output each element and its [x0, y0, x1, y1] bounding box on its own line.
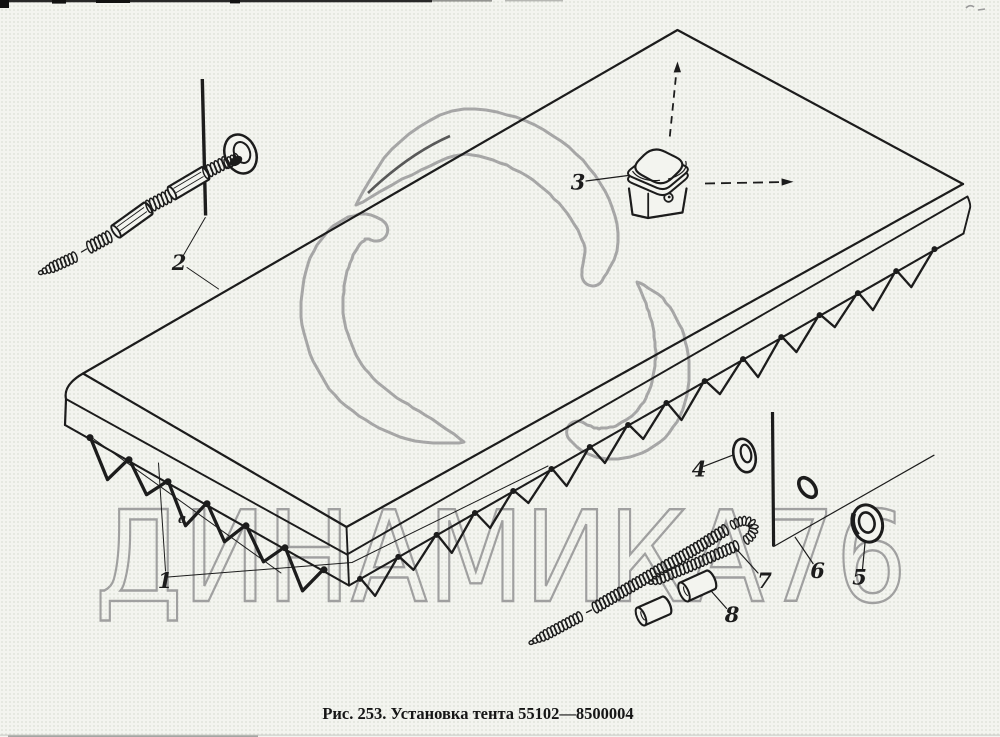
- arrow-right-dashed-icon: [704, 178, 794, 186]
- coil-segment: [591, 524, 730, 614]
- part-coil-rope-and-sleeves: [528, 515, 759, 646]
- logo-swirl-watermark: [299, 107, 691, 461]
- part-rings-and-rod: [731, 437, 885, 544]
- arrow-up-dashed-icon: [668, 61, 681, 137]
- callout-7: 7: [757, 568, 772, 593]
- callout-3: 3: [571, 170, 586, 195]
- figure-caption: Рис. 253. Установка тента 55102—8500004: [322, 704, 633, 723]
- coil-segment: [223, 152, 241, 170]
- callout-2: 2: [171, 250, 187, 275]
- coil-segment: [729, 515, 759, 545]
- callout-1: 1: [158, 568, 173, 593]
- rod-stick-line: [770, 411, 776, 547]
- callout-6: 6: [810, 558, 825, 583]
- callout-5: 5: [852, 565, 867, 590]
- callout-labels: 1 2 3 4 5 6 78: [158, 170, 867, 628]
- coil-segment: [37, 251, 78, 276]
- detail-marker: а: [178, 512, 186, 527]
- part-rope-tensioner: [37, 133, 258, 276]
- callout-4: 4: [692, 457, 707, 482]
- coil-segment: [528, 611, 584, 646]
- coil-segment: [85, 230, 113, 254]
- part-cap-box: [627, 148, 689, 220]
- watermark-text: ДИНАМИКА76: [95, 484, 907, 631]
- coil-segment: [647, 539, 740, 586]
- callout-8: 8: [724, 602, 740, 627]
- pole-stick-line: [200, 78, 208, 216]
- lacing-zigzag: [86, 246, 938, 598]
